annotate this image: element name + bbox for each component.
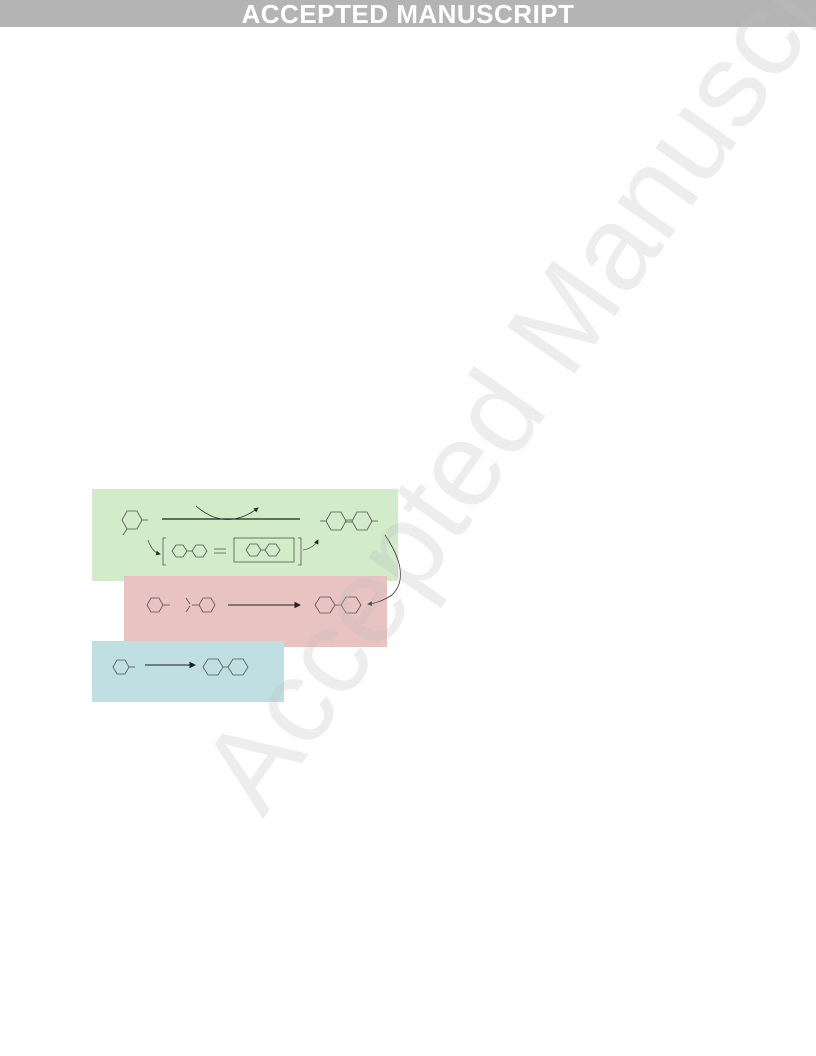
red-reaction-panel [124,576,387,647]
blue-reaction-panel [92,641,284,702]
connecting-arrow-green-to-red [367,534,401,607]
starting-arene-blue [112,659,135,675]
green-reaction-panel [92,489,398,581]
starting-arene-green [121,510,148,536]
intermediate-bracket-green [147,537,319,566]
reaction-arrow-green [162,505,300,520]
reactants-red [146,597,216,613]
dimer-product-green [320,511,378,531]
accepted-manuscript-banner: ACCEPTED MANUSCRIPT [0,0,816,28]
biaryl-product-blue [202,658,249,676]
biaryl-product-red [314,596,362,614]
